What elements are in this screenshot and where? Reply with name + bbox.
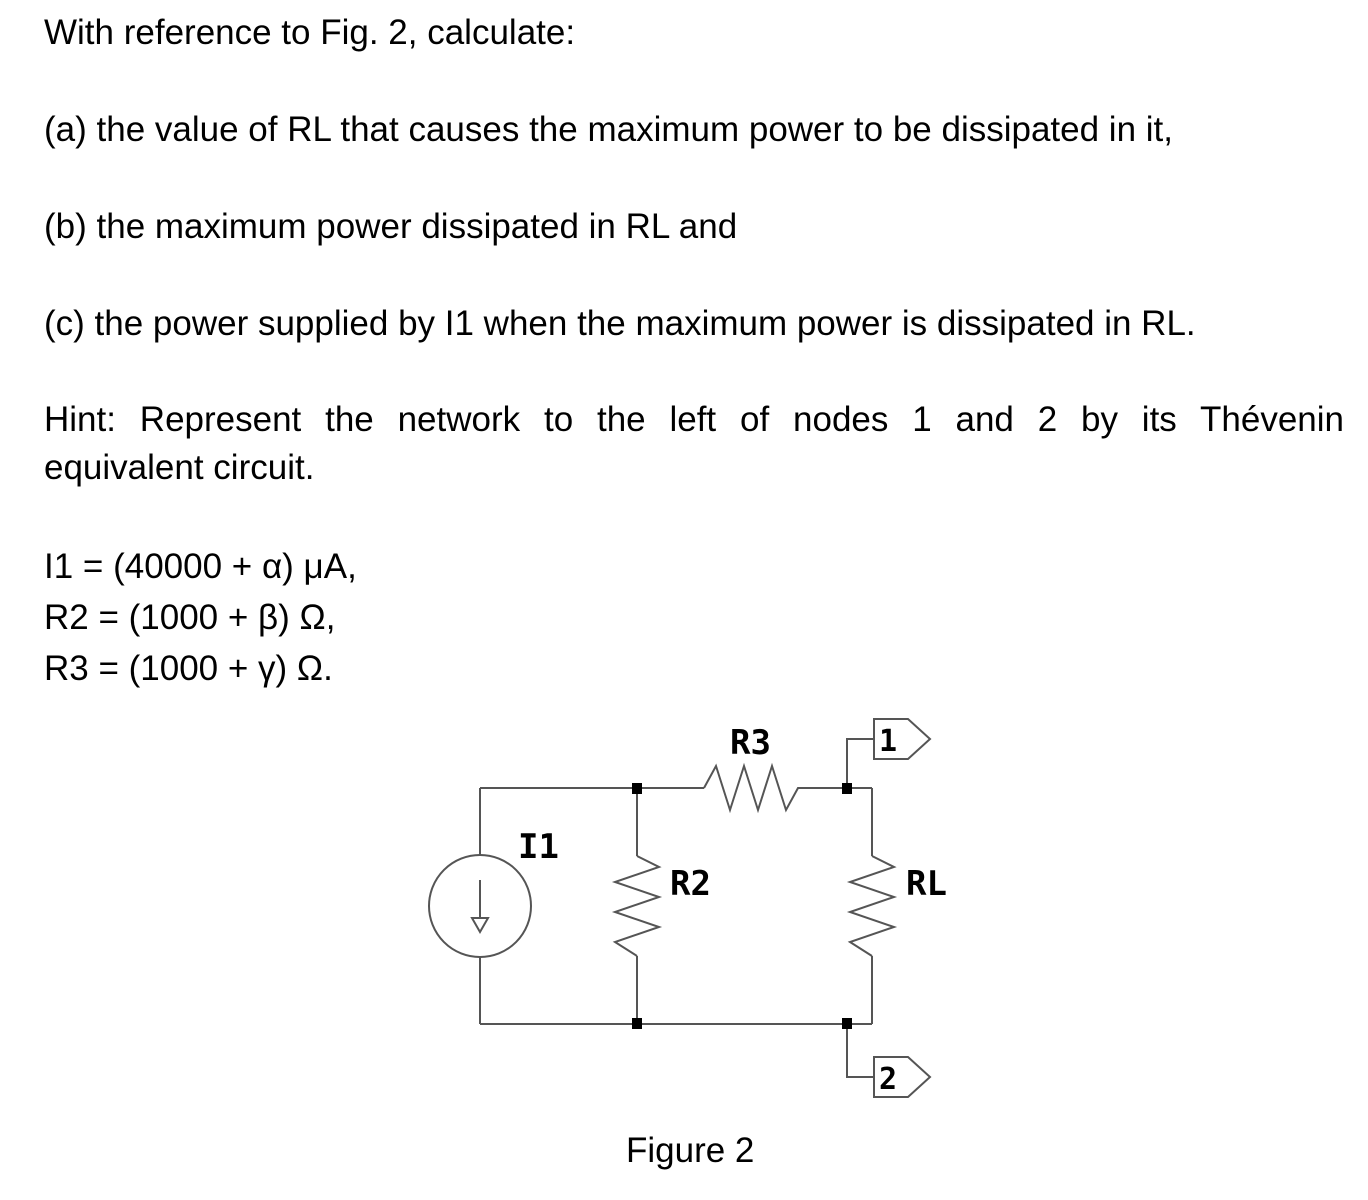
wire-node1-stub [846,738,874,788]
node-2-label: 2 [879,1062,897,1097]
current-source-circle [428,854,532,958]
question-part-b: (b) the maximum power dissipated in RL a… [44,207,738,246]
resistor-r3 [703,762,808,814]
node-2-port [873,1056,932,1098]
label-r2: R2 [670,864,711,904]
label-i1: I1 [518,827,559,867]
question-part-c: (c) the power supplied by I1 when the ma… [44,304,1196,343]
junction-top-rl [842,783,852,794]
param-r2: R2 = (1000 + β) Ω, [44,598,336,637]
hint-line-1: Hint: Represent the network to the left … [44,400,1344,439]
label-r3: R3 [730,723,771,763]
label-rl: RL [906,864,947,904]
junction-bottom-rl [842,1018,852,1029]
resistor-rl [846,855,898,957]
question-part-a: (a) the value of RL that causes the maxi… [44,110,1173,149]
parameter-list: I1 = (40000 + α) μA, R2 = (1000 + β) Ω, … [44,541,357,694]
resistor-r2 [611,855,663,957]
current-arrow-icon [470,880,490,935]
node-1-port [873,718,932,760]
junction-top-r2 [632,783,642,794]
question-intro: With reference to Fig. 2, calculate: [44,13,576,52]
hint-line-2: equivalent circuit. [44,448,315,487]
param-i1: I1 = (40000 + α) μA, [44,547,357,586]
junction-bottom-r2 [632,1018,642,1029]
hint-paragraph: Hint: Represent the network to the left … [44,396,1344,492]
figure-caption: Figure 2 [626,1131,755,1170]
wire-node2-stub [846,1024,874,1078]
node-1-label: 1 [879,724,897,759]
current-source-i1 [428,854,532,958]
param-r3: R3 = (1000 + γ) Ω. [44,649,333,688]
